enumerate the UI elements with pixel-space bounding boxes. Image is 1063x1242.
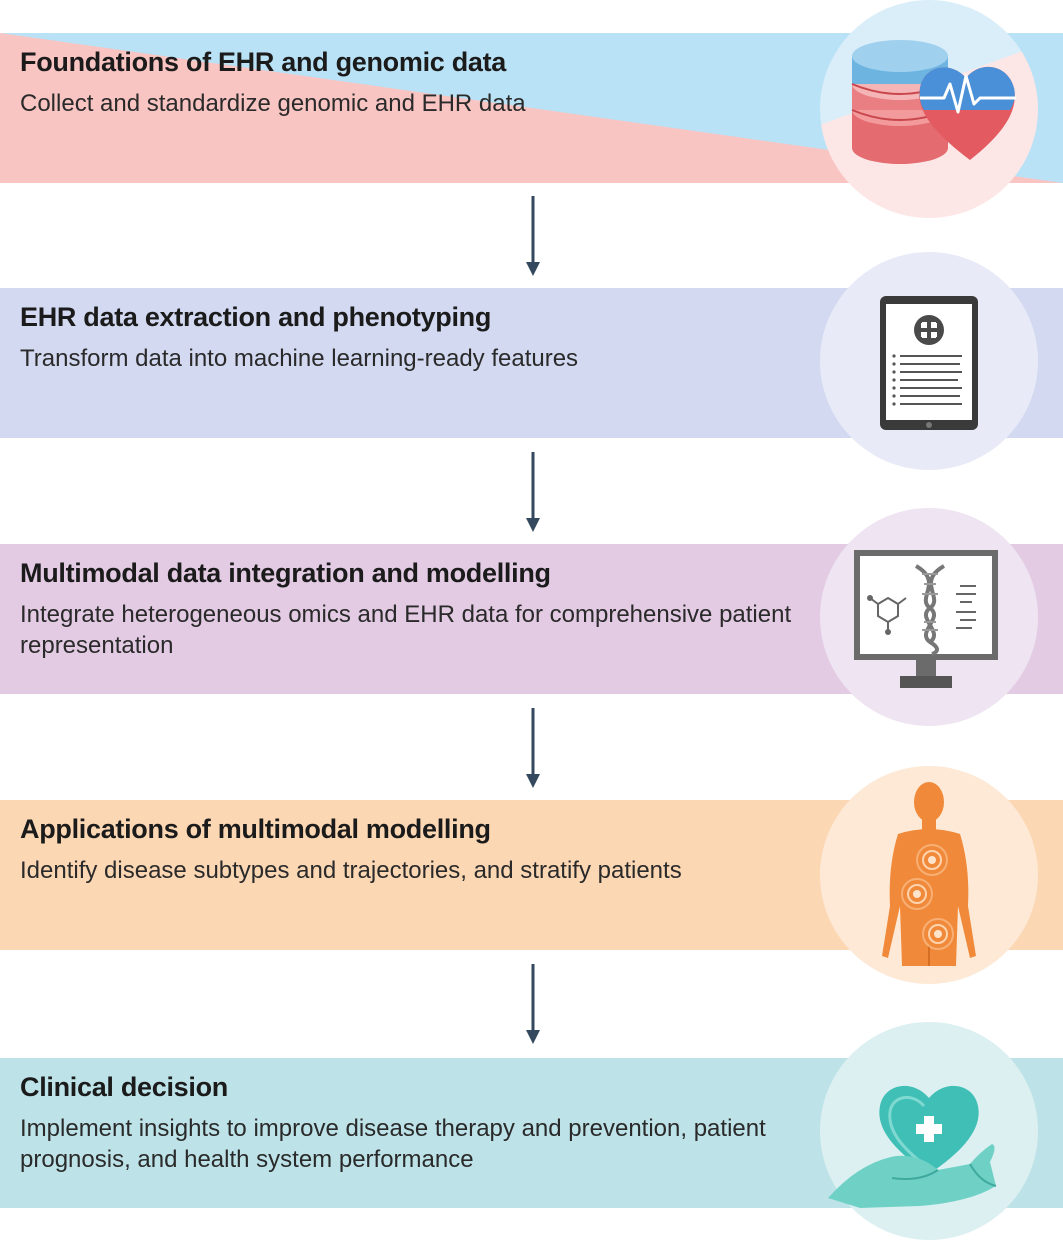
stage-title: Multimodal data integration and modellin… — [20, 558, 551, 588]
stage-description: Integrate heterogeneous omics and EHR da… — [20, 601, 792, 659]
stage-title: Applications of multimodal modelling — [20, 814, 491, 844]
flow-arrow — [526, 196, 540, 276]
stage-description: Identify disease subtypes and trajectori… — [20, 857, 682, 884]
stage-description: Transform data into machine learning-rea… — [20, 345, 579, 372]
human-body-icon — [882, 782, 976, 966]
tablet-record-icon — [880, 296, 978, 430]
stage-description: Implement insights to improve disease th… — [20, 1115, 766, 1173]
monitor-dna-icon — [854, 550, 998, 688]
stage-icon-circle — [820, 1022, 1038, 1240]
flow-arrow — [526, 708, 540, 788]
hand-heart-icon — [828, 1085, 997, 1208]
stage-title: Foundations of EHR and genomic data — [20, 47, 507, 77]
stage-icon-circle — [820, 0, 1038, 218]
stage-description: Collect and standardize genomic and EHR … — [20, 90, 526, 117]
stage-icon-circle — [820, 766, 1038, 984]
flow-arrow — [526, 452, 540, 532]
stage-title: Clinical decision — [20, 1072, 228, 1102]
database-heart-icon — [851, 40, 1016, 164]
stage-icon-circle — [820, 252, 1038, 470]
flow-arrow — [526, 964, 540, 1044]
stage-icon-circle — [820, 508, 1038, 726]
stage-title: EHR data extraction and phenotyping — [20, 302, 492, 332]
